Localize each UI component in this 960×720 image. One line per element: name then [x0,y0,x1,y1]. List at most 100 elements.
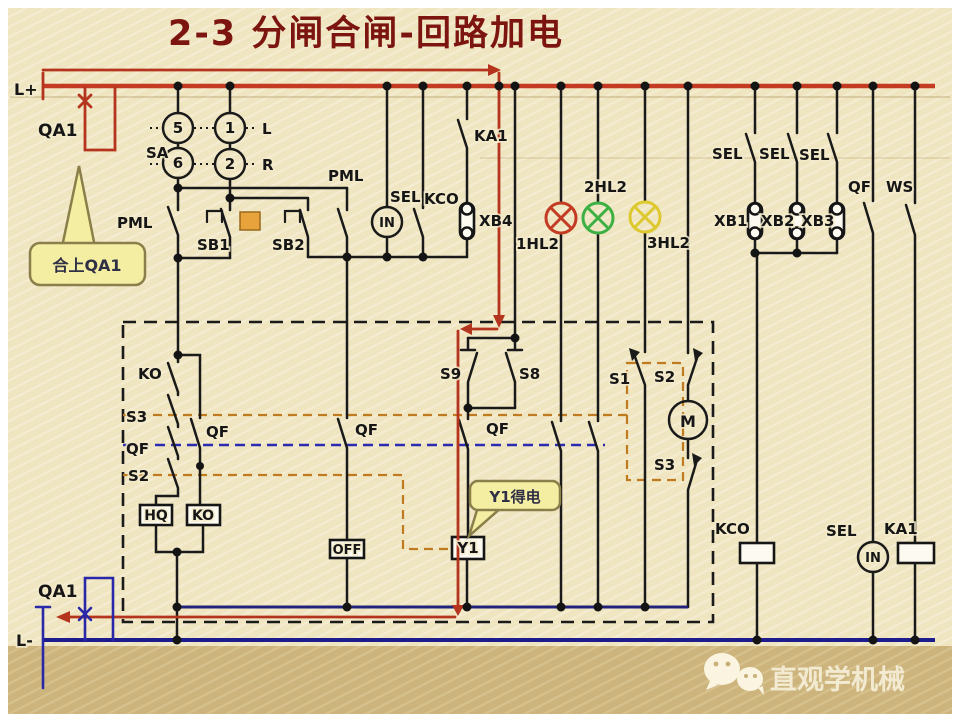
sa-contact-5 [161,111,195,145]
xb2-connector [788,201,806,241]
sel-switch-3 [826,84,839,255]
qa1-breaker-top [83,86,117,152]
sa-right-label: R [262,156,274,174]
qa1-bottom-label: QA1 [38,582,77,602]
positive-path-red [41,64,935,623]
negative-path-navy [34,576,935,690]
watermark: 直观学机械 [704,653,905,696]
l-plus-label: L+ [14,80,38,99]
interlock-dashed-region [121,320,715,624]
s3-switch [166,393,180,429]
lamp1-label: 1HL2 [516,235,559,253]
sa-c6: 6 [173,154,183,172]
motor-symbol [667,399,709,441]
qa1-breaker-bottom [83,576,115,642]
flow-arrow-right [488,64,501,76]
lamp-1hl2 [544,201,578,235]
qf-switch-b [176,353,202,507]
sel2-label: SEL [759,145,790,163]
wechat-icon [704,653,764,695]
sel-bottom-label: SEL [826,522,857,540]
lamp-2hl2 [581,201,615,235]
l-minus-label: L- [16,631,33,650]
sa-left-label: L [262,120,272,138]
sel1-label: SEL [712,145,743,163]
s3-m-label: S3 [654,456,675,474]
sel-top-label: SEL [390,188,421,206]
qa1-top-label: QA1 [38,121,77,141]
orange-dashed-box [625,361,685,482]
qa1-closed-mark-top [77,93,93,109]
sel-in-contact-top [370,205,404,239]
motor-label: M [680,412,696,431]
callout-y1-text: Y1得电 [488,488,540,506]
in-top-label: IN [379,216,395,231]
ko-coil-box [185,503,222,527]
sa-contact-2 [213,147,247,181]
sel-switch-1 [744,84,757,255]
s3-arrow [692,453,702,466]
pml-mid-label: PML [328,167,364,185]
callout-close-qa1-text: 合上QA1 [52,256,121,275]
sb1-switch [219,207,232,260]
qa1-closed-mark-bottom [77,606,93,622]
flow-arrow-down-2 [452,605,464,616]
off-coil-label: OFF [333,543,362,558]
kco-coil-box [738,541,776,565]
orange-marker [239,211,261,231]
sa-contact-6 [161,146,195,180]
ka1-bottom-label: KA1 [884,520,918,538]
xb2-label: XB2 [761,212,794,230]
coils [138,503,936,565]
xb1-label: XB1 [714,212,747,230]
flow-arrow-left-2 [56,611,70,623]
sb2-switch [298,208,310,259]
ka1-top-label: KA1 [474,127,508,145]
s2-arrow [693,348,703,361]
interlock-dashed-box [121,320,715,624]
hq-coil-box [138,503,174,527]
s1-arrow [629,348,640,361]
s2-switch-label: S2 [128,467,149,485]
ws-label: WS [886,178,913,196]
lamp-3hl2 [628,200,662,234]
flow-arrow-left-1 [460,323,472,335]
qf-c-label: QF [355,421,378,439]
xb3-label: XB3 [801,212,834,230]
watermark-text: 直观学机械 [770,664,905,696]
xb4-connector [458,201,476,241]
y1-coil-label: Y1 [456,539,478,557]
flow-arrow-down-1 [493,315,505,328]
qf-switch-c [336,255,349,609]
ko-switch-label: KO [138,365,162,383]
s3-switch-label: S3 [126,408,147,426]
callout-close-qa1: 合上QA1 [28,165,147,287]
s1-label: S1 [609,370,630,388]
page-title: 2-3 分闸合闸-回路加电 [168,14,564,54]
junction-dots [172,81,920,645]
sb1-label: SB1 [197,236,230,254]
hq-coil-label: HQ [144,508,168,524]
qf-right-label: QF [848,178,871,196]
off-coil-box [328,538,366,560]
sa-c1: 1 [225,119,235,137]
sel3-label: SEL [799,146,830,164]
ws-switch [904,84,917,642]
sa-c2: 2 [225,155,235,173]
sb2-label: SB2 [272,236,305,254]
sel-switch-2 [786,84,799,255]
in-bottom-label: IN [865,551,881,566]
sa-label: SA [146,144,169,162]
bottom-band [8,646,952,714]
qf-a-label: QF [126,440,149,458]
ka1-switch-top [456,84,469,259]
ka1-coil-box [896,541,936,565]
s2-m-label: S2 [654,368,675,386]
s9-label: S9 [440,365,461,383]
pml-left-label: PML [117,214,153,232]
sa-c5: 5 [173,119,183,137]
ko-coil-label: KO [192,508,214,524]
